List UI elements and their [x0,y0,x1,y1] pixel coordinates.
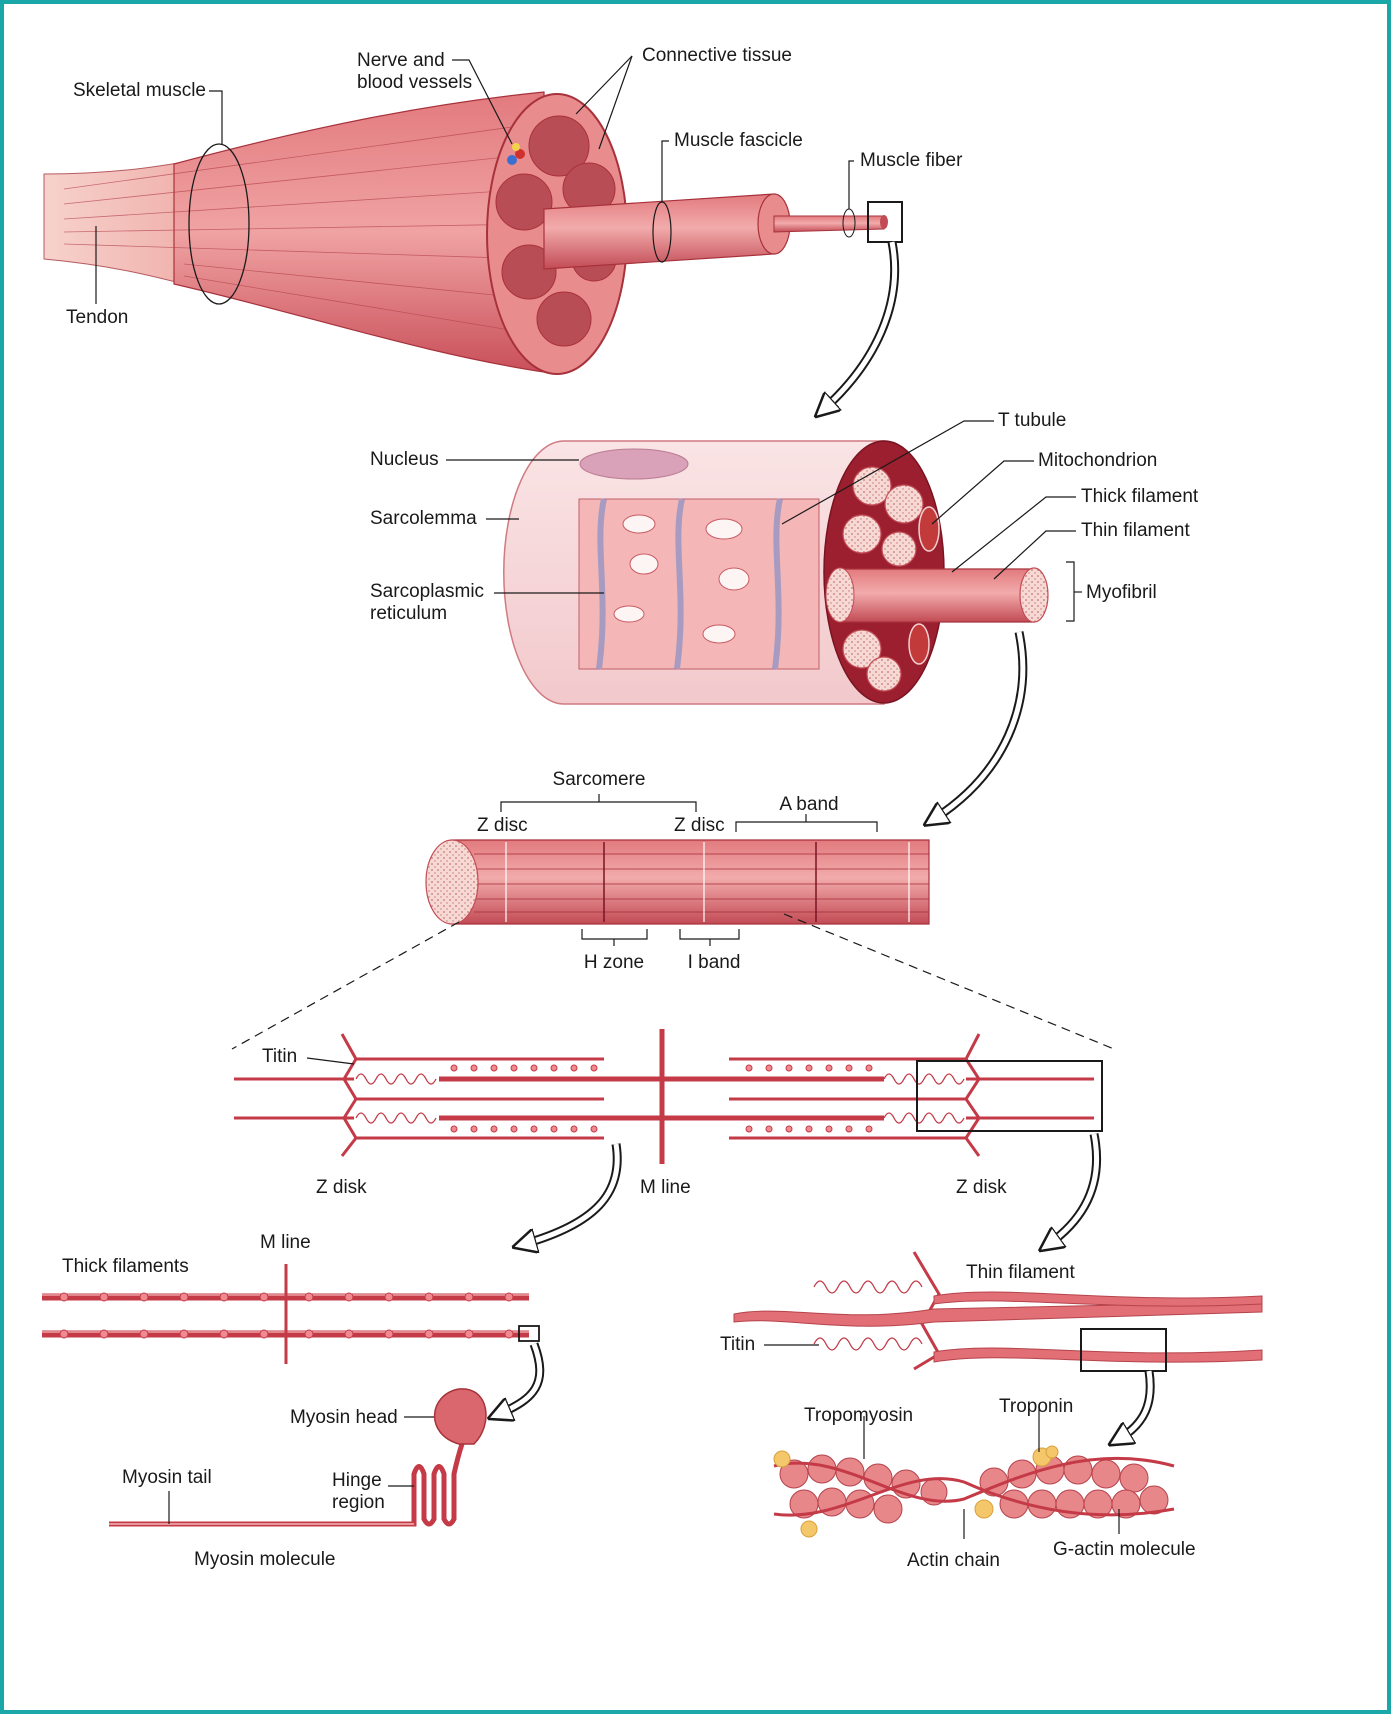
label-sarcoplasmic-reticulum-line2: reticulum [370,603,447,625]
myofibril-illustration [232,794,1114,1049]
skeletal-muscle-illustration [44,56,902,409]
myofibril-rod-end [426,840,478,924]
curved-arrow-icon [934,632,1023,819]
leader-line-icon [662,141,669,202]
titin-spring [814,1338,922,1350]
leader-line-icon [307,1058,354,1064]
label-z-disc-left: Z disc [477,815,528,837]
myofibril-long-rod [452,840,929,924]
mitochondrion-shape [909,624,929,664]
label-t-tubule: T tubule [998,410,1066,432]
titin-spring [884,1113,964,1123]
bracket-icon [736,822,877,832]
label-nerve-vessels-line2: blood vessels [357,72,472,94]
thin-filament-strand [934,1348,1262,1362]
mitochondrion-shape [919,507,939,551]
myofibril-end [867,657,901,691]
myofibril-end [885,485,923,523]
z-disk-right [966,1034,979,1156]
label-muscle-fiber: Muscle fiber [860,150,962,172]
nucleus-shape [580,449,688,479]
label-g-actin-molecule: G-actin molecule [1053,1539,1196,1561]
bracket-icon [1066,562,1074,621]
label-m-line-center: M line [640,1177,691,1199]
leader-line-icon [932,461,1034,524]
muscle-structure-diagram [4,4,1387,1710]
label-h-zone: H zone [564,952,664,974]
label-z-disc-right: Z disc [674,815,725,837]
troponin-blob [801,1521,817,1537]
label-nucleus: Nucleus [370,449,439,471]
troponin-blob [975,1500,993,1518]
label-titin-lower: Titin [720,1334,755,1356]
label-sarcoplasmic-reticulum-line1: Sarcoplasmic [370,581,484,603]
troponin-blob [774,1451,790,1467]
label-myosin-head: Myosin head [290,1407,398,1429]
label-actin-chain: Actin chain [907,1550,1000,1572]
label-mitochondrion: Mitochondrion [1038,450,1157,472]
zoom-box-icon [917,1061,1102,1131]
sr-cutaway [579,499,819,669]
myofibril-rod [840,569,1034,622]
sarcomere-detail [234,1029,1102,1244]
titin-spring [356,1113,436,1123]
myofibril-end [843,515,881,553]
troponin-blob [1046,1446,1058,1458]
label-connective-tissue: Connective tissue [642,45,792,67]
leader-line-icon [576,56,632,114]
label-m-line-detail: M line [260,1232,311,1254]
label-thick-filament: Thick filament [1081,486,1198,508]
leader-line-icon [599,56,632,149]
titin-spring [814,1281,922,1293]
label-hinge-region-line2: region [332,1492,385,1514]
label-z-disk-right: Z disk [956,1177,1007,1199]
label-hinge-region-line1: Hinge [332,1470,382,1492]
label-troponin: Troponin [999,1396,1073,1418]
nerve-blue-dot [507,155,517,165]
label-myosin-molecule: Myosin molecule [194,1549,336,1571]
thin-filament-detail [734,1252,1262,1539]
label-muscle-fascicle: Muscle fascicle [674,130,803,152]
label-sarcomere: Sarcomere [524,769,674,791]
thick-filament-detail [42,1264,540,1524]
leader-line-icon [209,91,222,144]
fascicle-bundle [537,292,591,346]
bracket-icon [501,802,696,812]
label-myosin-tail: Myosin tail [122,1467,212,1489]
bracket-icon [680,929,739,939]
label-skeletal-muscle: Skeletal muscle [54,80,206,102]
label-a-band: A band [744,794,874,816]
bracket-icon [582,929,647,939]
myofibril-end [882,532,916,566]
label-i-band: I band [664,952,764,974]
label-thin-filament: Thin filament [1081,520,1190,542]
label-sarcolemma: Sarcolemma [370,508,477,530]
label-thick-filaments: Thick filaments [62,1256,189,1278]
vessel-yellow-dot [512,143,520,151]
label-tendon: Tendon [66,307,128,329]
label-titin-upper: Titin [262,1046,297,1068]
muscle-fiber-illustration [446,421,1082,819]
label-thin-filament-detail: Thin filament [966,1262,1075,1284]
g-actin-bead [874,1495,902,1523]
g-actin-bead [1092,1460,1120,1488]
thin-filament-strand [934,1292,1262,1306]
leader-line-icon [849,161,854,209]
curved-arrow-icon [524,1144,617,1244]
label-nerve-vessels-line1: Nerve and [357,50,445,72]
g-actin-bead [1120,1464,1148,1492]
titin-spring [884,1074,964,1084]
z-disk-left [342,1034,356,1156]
label-myofibril: Myofibril [1086,582,1157,604]
label-z-disk-left: Z disk [316,1177,367,1199]
myofibril-end-face [1020,568,1048,622]
zoom-box-icon [1081,1329,1166,1371]
label-tropomyosin: Tropomyosin [804,1405,913,1427]
titin-spring [356,1074,436,1084]
myosin-head-shape [435,1389,486,1444]
